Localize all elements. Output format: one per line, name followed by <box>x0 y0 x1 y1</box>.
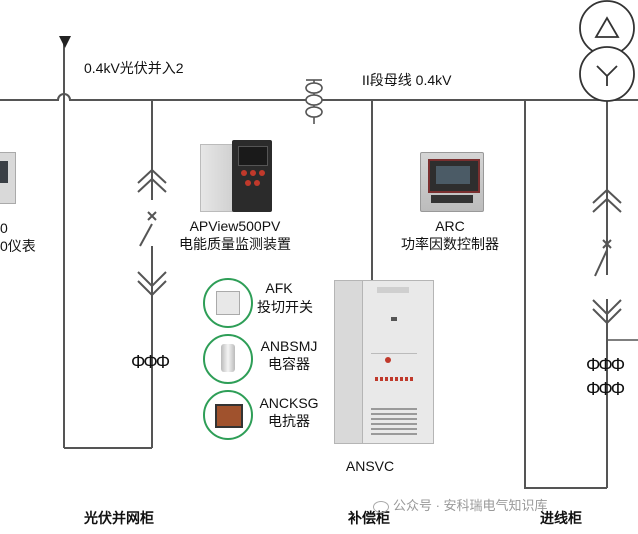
pv-breaker-icon <box>137 168 167 297</box>
incoming-ct-symbol-1: ΦΦΦ <box>586 355 625 375</box>
ansvc-label: ANSVC <box>345 458 395 474</box>
anbsmj-desc-label: 电容器 <box>268 356 310 372</box>
ansvc-cabinet <box>334 280 434 446</box>
incoming-breaker-icon <box>592 188 622 325</box>
pv-cabinet-label: 光伏并网柜 <box>84 510 154 526</box>
busbar-label: II段母线 0.4kV <box>362 72 452 88</box>
apview-desc-label: 电能质量监测装置 <box>179 236 291 252</box>
afk-desc-label: 投切开关 <box>257 299 313 315</box>
incoming-arrow-icon <box>59 36 71 48</box>
busbar-ct-icon <box>305 80 323 124</box>
arc-desc-label: 功率因数控制器 <box>401 236 499 252</box>
arc-model-label: ARC <box>435 218 465 234</box>
watermark-text: 公众号 · 安科瑞电气知识库 <box>393 498 548 513</box>
ancksg-desc-label: 电抗器 <box>268 413 310 429</box>
afk-icon <box>203 278 253 328</box>
meter-device <box>0 152 16 204</box>
apview500pv-device <box>200 140 272 212</box>
incoming-ct-symbol-2: ΦΦΦ <box>586 379 625 399</box>
apview-model-label: APView500PV <box>189 218 281 234</box>
wechat-icon <box>373 500 389 513</box>
incoming-cabinet-label: 进线柜 <box>540 510 582 526</box>
incoming-line <box>524 100 607 489</box>
afk-model-label: AFK <box>265 280 293 296</box>
ancksg-model-label: ANCKSG <box>259 395 319 411</box>
compensation-cabinet-label: 补偿柜 <box>348 510 390 526</box>
watermark: 公众号 · 安科瑞电气知识库 <box>373 495 548 514</box>
meter-label-top: 0 <box>0 220 8 236</box>
anbsmj-model-label: ANBSMJ <box>260 338 318 354</box>
meter-label-bottom: 0仪表 <box>0 238 36 254</box>
arc-device <box>420 152 484 212</box>
pv-incoming-label: 0.4kV光伏并入2 <box>84 60 184 76</box>
ancksg-icon <box>203 390 253 440</box>
pv-ct-symbol: ΦΦΦ <box>131 352 170 372</box>
anbsmj-icon <box>203 334 253 384</box>
transformer-icon <box>579 0 635 102</box>
